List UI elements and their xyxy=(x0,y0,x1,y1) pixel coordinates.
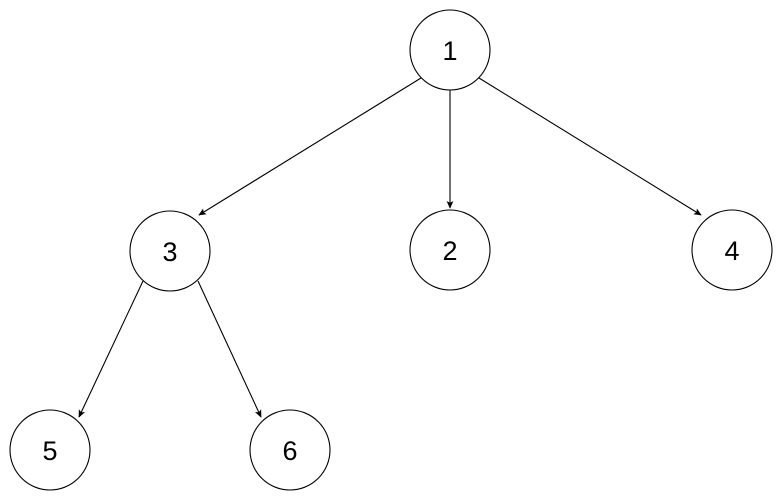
node-4-label: 4 xyxy=(724,236,739,266)
edge-3-to-6 xyxy=(197,280,262,418)
node-5[interactable]: 5 xyxy=(9,409,91,491)
node-5-circle[interactable] xyxy=(9,409,91,491)
node-4[interactable]: 4 xyxy=(691,209,773,291)
edge-1-to-4 xyxy=(478,77,702,216)
node-1[interactable]: 1 xyxy=(409,9,491,91)
node-2[interactable]: 2 xyxy=(409,209,491,291)
node-6-circle[interactable] xyxy=(249,409,331,491)
node-4-circle[interactable] xyxy=(691,209,773,291)
node-layer: 1 2 3 4 5 6 xyxy=(9,9,773,491)
edge-1-to-3 xyxy=(198,77,422,216)
node-2-circle[interactable] xyxy=(409,209,491,291)
node-6-label: 6 xyxy=(282,436,297,466)
node-3-label: 3 xyxy=(162,237,177,267)
node-1-label: 1 xyxy=(442,36,457,66)
edge-3-to-5 xyxy=(78,280,144,418)
node-3-circle[interactable] xyxy=(129,210,211,292)
node-1-circle[interactable] xyxy=(409,9,491,91)
edge-layer xyxy=(78,77,702,418)
node-5-label: 5 xyxy=(42,436,57,466)
node-3[interactable]: 3 xyxy=(129,210,211,292)
node-2-label: 2 xyxy=(442,236,457,266)
node-6[interactable]: 6 xyxy=(249,409,331,491)
